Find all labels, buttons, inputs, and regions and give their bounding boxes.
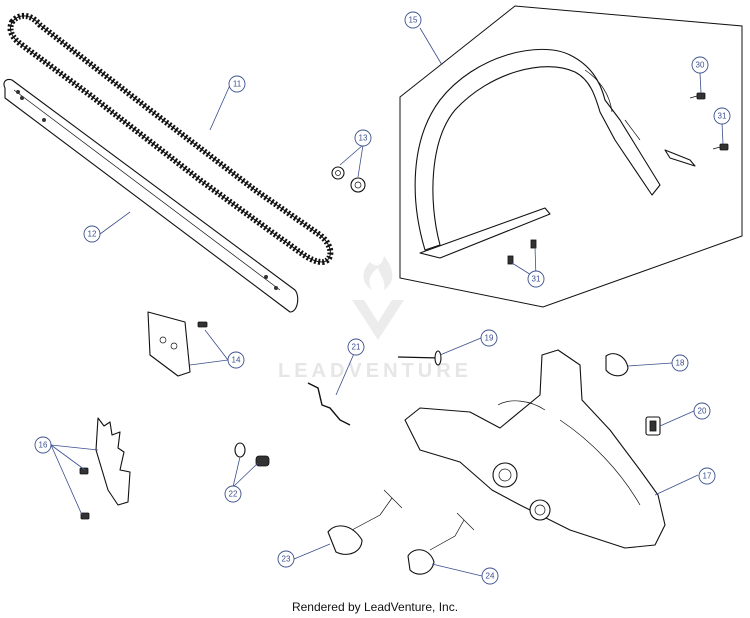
screw-31b-part — [507, 239, 537, 265]
callout-30[interactable]: 30 — [691, 56, 709, 74]
svg-text:20: 20 — [698, 407, 707, 416]
screw-30-part — [689, 92, 706, 100]
callout-13[interactable]: 13 — [354, 129, 372, 147]
bushings-part — [234, 442, 270, 467]
switch-rod-part — [397, 350, 442, 366]
callout-20[interactable]: 20 — [693, 402, 711, 420]
svg-text:17: 17 — [703, 472, 712, 481]
svg-text:19: 19 — [485, 334, 494, 343]
callout-23[interactable]: 23 — [277, 550, 295, 568]
switch-part — [645, 416, 661, 436]
callout-12[interactable]: 12 — [83, 225, 101, 243]
callout-31-upper[interactable]: 31 — [713, 107, 731, 125]
callout-14[interactable]: 14 — [227, 351, 245, 369]
svg-text:31: 31 — [718, 112, 727, 121]
watermark-text: LEADVENTURE — [278, 360, 472, 382]
svg-text:24: 24 — [486, 572, 495, 581]
svg-text:31: 31 — [532, 275, 541, 284]
svg-text:14: 14 — [232, 356, 241, 365]
callout-18[interactable]: 18 — [671, 354, 689, 372]
bumper-spike-part — [79, 417, 131, 520]
engine-housing-part — [404, 349, 666, 549]
svg-text:21: 21 — [352, 343, 361, 352]
screw-31a-part — [712, 143, 729, 151]
svg-text:11: 11 — [233, 80, 242, 89]
callout-22[interactable]: 22 — [224, 485, 242, 503]
svg-text:30: 30 — [696, 61, 705, 70]
callout-19[interactable]: 19 — [480, 329, 498, 347]
guide-bar-part — [3, 78, 299, 313]
svg-text:12: 12 — [88, 230, 97, 239]
callout-17[interactable]: 17 — [698, 467, 716, 485]
callout-11[interactable]: 11 — [228, 75, 246, 93]
guard-group-outline — [399, 5, 743, 308]
svg-text:16: 16 — [39, 441, 48, 450]
callout-16[interactable]: 16 — [34, 436, 52, 454]
watermark: LEADVENTURE — [278, 256, 472, 382]
callout-31-lower[interactable]: 31 — [527, 270, 545, 288]
oil-cap-part — [407, 512, 475, 575]
callout-24[interactable]: 24 — [481, 567, 499, 585]
footer-credit: Rendered by LeadVenture, Inc. — [291, 600, 459, 614]
hand-guard-part — [414, 48, 696, 259]
svg-text:18: 18 — [676, 359, 685, 368]
svg-text:13: 13 — [359, 134, 368, 143]
saw-chain-part — [7, 12, 334, 266]
chain-catcher-plate-part — [147, 311, 208, 377]
throttle-rod-part — [307, 382, 351, 426]
callout-15[interactable]: 15 — [404, 11, 422, 29]
nuts-part — [331, 166, 366, 193]
fuel-cap-part — [327, 489, 403, 555]
svg-text:22: 22 — [229, 490, 238, 499]
callout-21[interactable]: 21 — [347, 338, 365, 356]
primer-bulb-part — [605, 353, 629, 377]
svg-text:23: 23 — [282, 555, 291, 564]
svg-text:15: 15 — [409, 16, 418, 25]
